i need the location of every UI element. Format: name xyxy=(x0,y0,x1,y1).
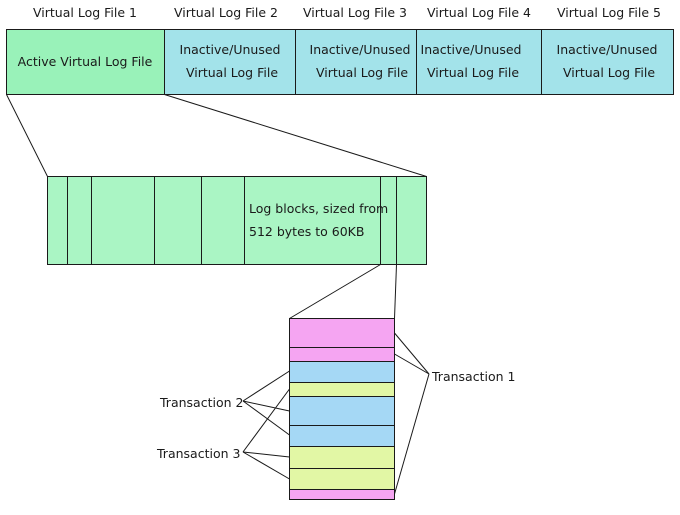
stack-record-t2 xyxy=(289,425,395,447)
zoom-line-right xyxy=(164,94,427,177)
connector-t2 xyxy=(242,400,290,412)
header-vlf-1: Virtual Log File 1 xyxy=(33,5,137,20)
log-block-strip: Log blocks, sized from 512 bytes to 60KB xyxy=(47,176,427,265)
connector-t2 xyxy=(242,400,290,436)
vlf-5-label-line2: Virtual Log File xyxy=(563,65,655,80)
header-vlf-2: Virtual Log File 2 xyxy=(174,5,278,20)
header-vlf-5: Virtual Log File 5 xyxy=(557,5,661,20)
vlf-4-label-line1: Inactive/Unused xyxy=(421,42,522,57)
vlf-5-label-line1: Inactive/Unused xyxy=(557,42,658,57)
vlf-1-active-box xyxy=(6,29,165,95)
connector-t3 xyxy=(242,388,290,453)
connector-t2 xyxy=(242,370,290,402)
vlf-4-label-line2: Virtual Log File xyxy=(427,65,519,80)
vlf-3-label-line2: Virtual Log File xyxy=(316,65,408,80)
connector-t1 xyxy=(394,332,430,375)
vlf-5-box xyxy=(541,29,674,95)
stack-record-t3 xyxy=(289,382,395,397)
transaction-1-label: Transaction 1 xyxy=(431,369,515,384)
stack-record-t1 xyxy=(289,347,395,362)
vlf-4-box xyxy=(416,29,542,95)
header-vlf-3: Virtual Log File 3 xyxy=(303,5,407,20)
vlf-headers: Virtual Log File 1 Virtual Log File 2 Vi… xyxy=(33,5,661,20)
transaction-stack xyxy=(289,318,395,500)
vlf-2-label-line2: Virtual Log File xyxy=(186,65,278,80)
stack-record-t3 xyxy=(289,446,395,469)
header-vlf-4: Virtual Log File 4 xyxy=(427,5,531,20)
transaction-3-connectors xyxy=(242,388,290,480)
log-block-strip-box xyxy=(47,176,427,265)
stack-record-t1 xyxy=(289,318,395,348)
vlf-2-box xyxy=(164,29,296,95)
transaction-3-label: Transaction 3 xyxy=(156,446,240,461)
connector-t3 xyxy=(242,451,290,458)
connector-t1 xyxy=(394,353,430,375)
vlf-3-label-line1: Inactive/Unused xyxy=(310,42,411,57)
log-blocks-note-line2: 512 bytes to 60KB xyxy=(249,224,364,239)
vlf-row: Active Virtual Log File Inactive/Unused … xyxy=(6,29,674,95)
transaction-2-connectors xyxy=(242,370,290,436)
transaction-2-label: Transaction 2 xyxy=(159,395,243,410)
transaction-1-connectors xyxy=(394,332,430,495)
log-blocks-note-line1: Log blocks, sized from xyxy=(249,201,388,216)
stack-record-t1 xyxy=(289,489,395,500)
stack-record-t2 xyxy=(289,396,395,426)
connector-t1 xyxy=(394,373,430,495)
active-vlf-label: Active Virtual Log File xyxy=(18,54,153,69)
zoom-line-block-left xyxy=(289,264,381,319)
stack-record-t2 xyxy=(289,361,395,383)
vlf-2-label-line1: Inactive/Unused xyxy=(180,42,281,57)
zoom-line-left xyxy=(6,94,48,177)
vlf-3-box xyxy=(295,29,417,95)
zoom-line-block-right xyxy=(394,264,397,319)
connector-t3 xyxy=(242,451,290,480)
stack-record-t3 xyxy=(289,468,395,490)
